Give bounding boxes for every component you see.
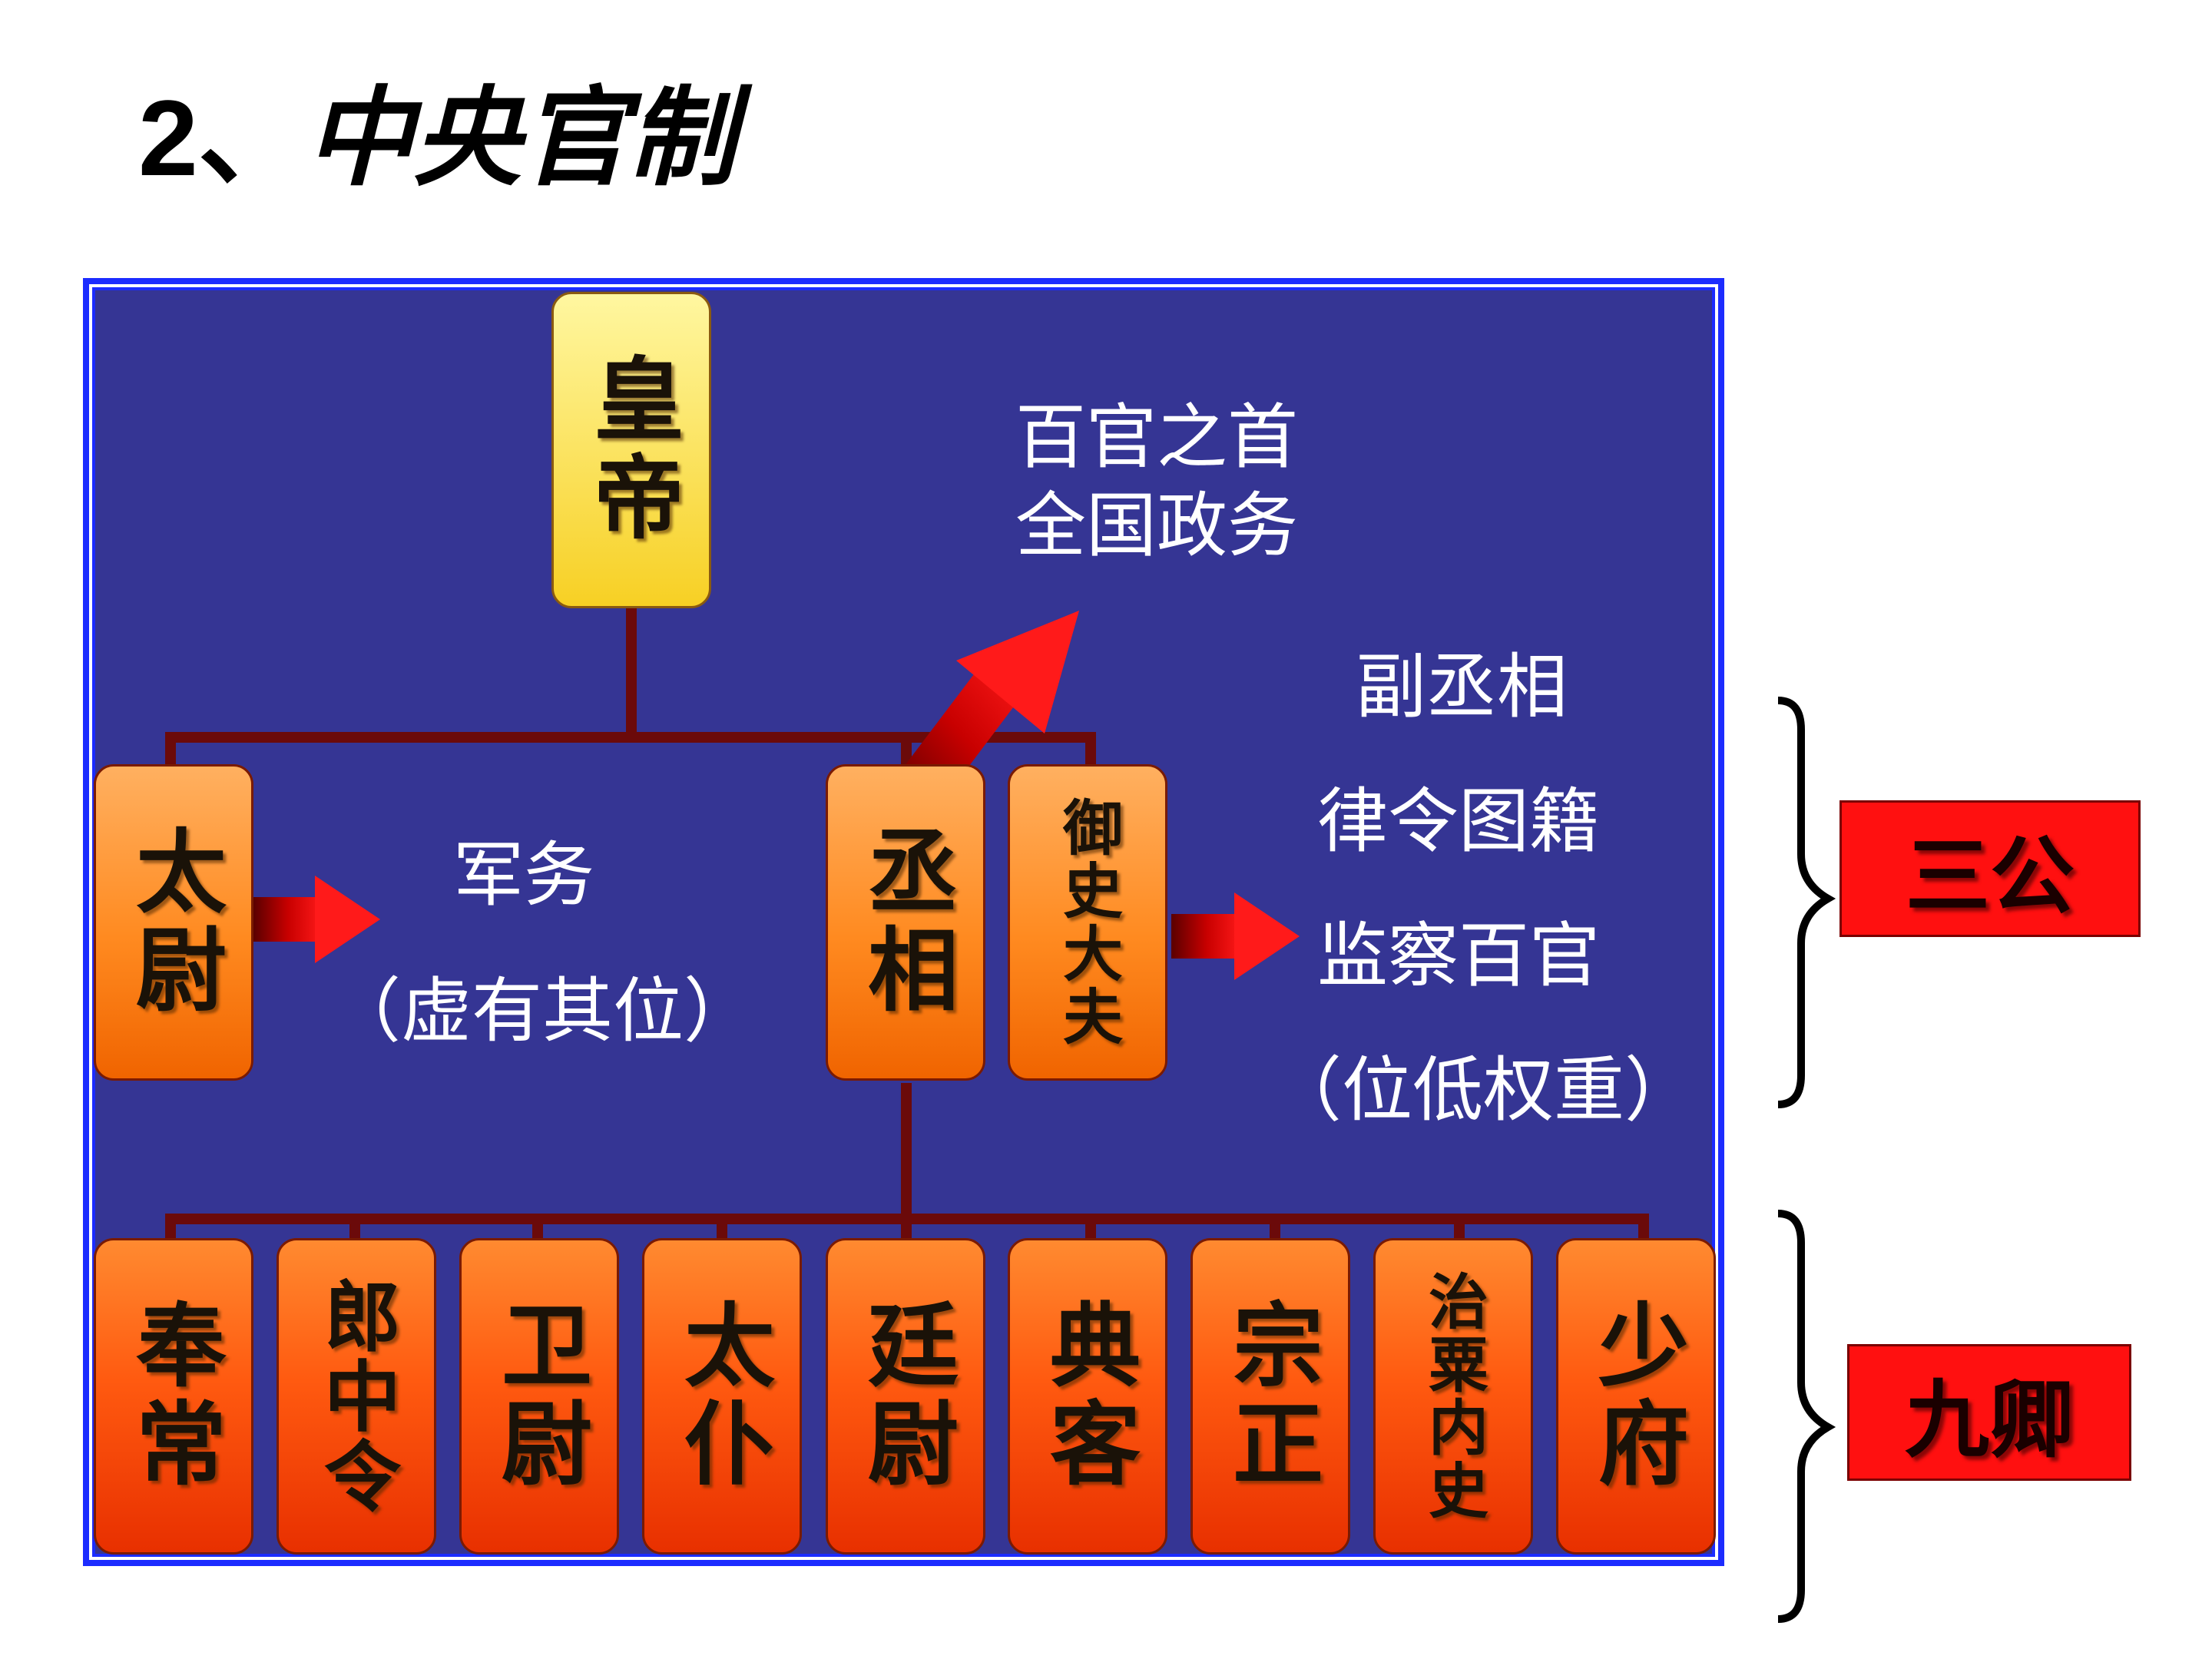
chengxiang-box: 丞相 <box>826 764 985 1081</box>
minister-box: 廷尉 <box>826 1238 985 1555</box>
taiwei-note-line1: 军务 <box>453 834 595 916</box>
title-number: 2、 <box>138 78 306 198</box>
jiuqing-text: 九卿 <box>1905 1370 2074 1469</box>
yushi-note-line3: 监察百官 <box>1317 915 1601 997</box>
taiwei-box: 太尉 <box>94 764 253 1081</box>
minister-box: 奉常 <box>94 1238 253 1555</box>
chengxiang-note-line1: 百官之首 <box>1015 396 1299 478</box>
minister-box: 治粟内史 <box>1373 1238 1533 1555</box>
minister-label: 宗正 <box>1217 1298 1324 1495</box>
yushi-box: 御史大夫 <box>1008 764 1167 1081</box>
sangong-label: 三公 <box>1839 800 2141 937</box>
jiuqing-label: 九卿 <box>1847 1344 2131 1481</box>
taiwei-label: 太尉 <box>120 824 227 1021</box>
minister-label: 典客 <box>1034 1298 1141 1495</box>
yushi-label: 御史大夫 <box>1053 796 1123 1048</box>
minister-label: 奉常 <box>120 1298 227 1495</box>
yushi-note-line4: （位低权重） <box>1271 1049 1696 1131</box>
chengxiang-note-line2: 全国政务 <box>1015 485 1299 567</box>
minister-label: 郎中令 <box>310 1277 402 1516</box>
jiuqing-brace-icon <box>1777 1210 1836 1623</box>
sangong-text: 三公 <box>1906 826 2075 926</box>
minister-box: 少府 <box>1556 1238 1716 1555</box>
yushi-note-line1: 副丞相 <box>1356 646 1568 728</box>
minister-label: 治粟内史 <box>1419 1270 1488 1522</box>
minister-label: 少府 <box>1582 1298 1690 1495</box>
page-title: 2、中央官制 <box>138 73 736 204</box>
minister-box: 典客 <box>1008 1238 1167 1555</box>
minister-label: 廷尉 <box>852 1298 959 1495</box>
minister-box: 卫尉 <box>459 1238 619 1555</box>
yushi-note-line2: 律令图籍 <box>1317 780 1601 863</box>
chengxiang-label: 丞相 <box>852 824 959 1021</box>
emperor-box: 皇帝 <box>551 292 711 608</box>
title-text: 中央官制 <box>305 76 736 201</box>
emperor-label: 皇帝 <box>578 352 685 548</box>
minister-label: 卫尉 <box>485 1298 593 1495</box>
minister-label: 太仆 <box>668 1298 776 1495</box>
taiwei-note-line2: （虚有其位） <box>330 970 755 1052</box>
minister-box: 宗正 <box>1190 1238 1350 1555</box>
sangong-brace-icon <box>1777 697 1836 1108</box>
minister-box: 郎中令 <box>276 1238 436 1555</box>
minister-box: 太仆 <box>642 1238 802 1555</box>
